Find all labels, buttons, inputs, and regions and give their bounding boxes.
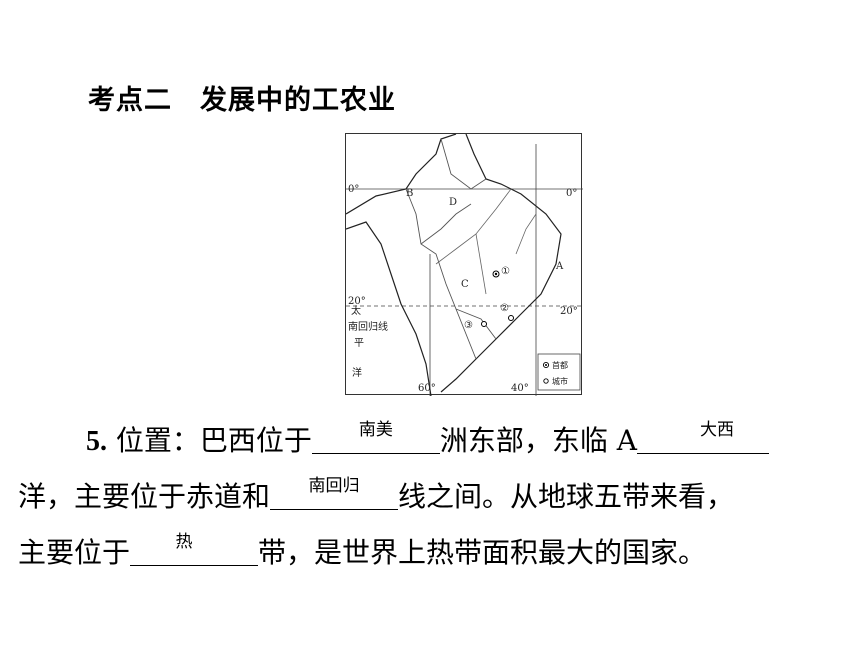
text-line-3: 主要位于 热 带，是世界上热带面积最大的国家。	[18, 532, 706, 574]
label-a: A	[555, 261, 564, 272]
legend-box	[537, 353, 581, 391]
text-l3b: 带，是世界上热带面积最大的国家。	[258, 536, 707, 569]
lat0-right-label: 0°	[566, 188, 577, 199]
lon60-label: 60°	[418, 383, 436, 394]
label-c: C	[461, 279, 469, 290]
answer-ocean: 大西	[700, 420, 735, 440]
lat20-right-label: 20°	[560, 306, 578, 317]
label-yang: 洋	[352, 366, 362, 379]
blank-ocean: 大西	[637, 420, 770, 454]
answer-zone: 热	[175, 532, 193, 552]
map-svg: 0° 0° B D A C ① ② ③ 20° 20° 太 南回归线 平 洋 6…	[346, 134, 583, 396]
text-line-1: 5. 位置：巴西位于 南美 洲东部，东临 A 大西	[86, 420, 770, 462]
label-ping: 平	[354, 338, 364, 349]
label-tai: 太	[351, 304, 361, 317]
blank-tropic: 南回归	[270, 476, 399, 510]
lat20-left-label: 20°	[348, 296, 366, 307]
section-heading: 考点二 发展中的工农业	[88, 85, 396, 116]
lon40-label: 40°	[511, 383, 529, 394]
legend-capital: 首都	[552, 360, 568, 370]
text-line-2: 洋，主要位于赤道和 南回归 线之间。从地球五带来看，	[18, 476, 734, 518]
blank-continent: 南美	[311, 420, 440, 454]
text-l2a: 洋，主要位于赤道和	[18, 480, 271, 513]
marker-2: ②	[500, 303, 509, 314]
text-l2b: 线之间。从地球五带来看，	[398, 480, 735, 513]
lat0-left-label: 0°	[348, 184, 359, 195]
label-b: B	[406, 188, 413, 199]
question-number: 5.	[86, 426, 107, 457]
capricorn-label: 南回归线	[348, 320, 388, 333]
text-l3a: 主要位于	[18, 536, 131, 569]
legend-city: 城市	[552, 376, 568, 386]
marker-1: ①	[501, 266, 510, 277]
marker-3: ③	[464, 320, 473, 331]
text-l1a: 位置：巴西位于	[107, 424, 312, 457]
text-l1b: 洲东部，东临 A	[439, 424, 638, 457]
blank-zone: 热	[130, 532, 259, 566]
label-d: D	[449, 197, 457, 208]
answer-tropic: 南回归	[308, 476, 360, 496]
brazil-map: 0° 0° B D A C ① ② ③ 20° 20° 太 南回归线 平 洋 6…	[345, 133, 583, 396]
answer-continent: 南美	[358, 420, 393, 440]
